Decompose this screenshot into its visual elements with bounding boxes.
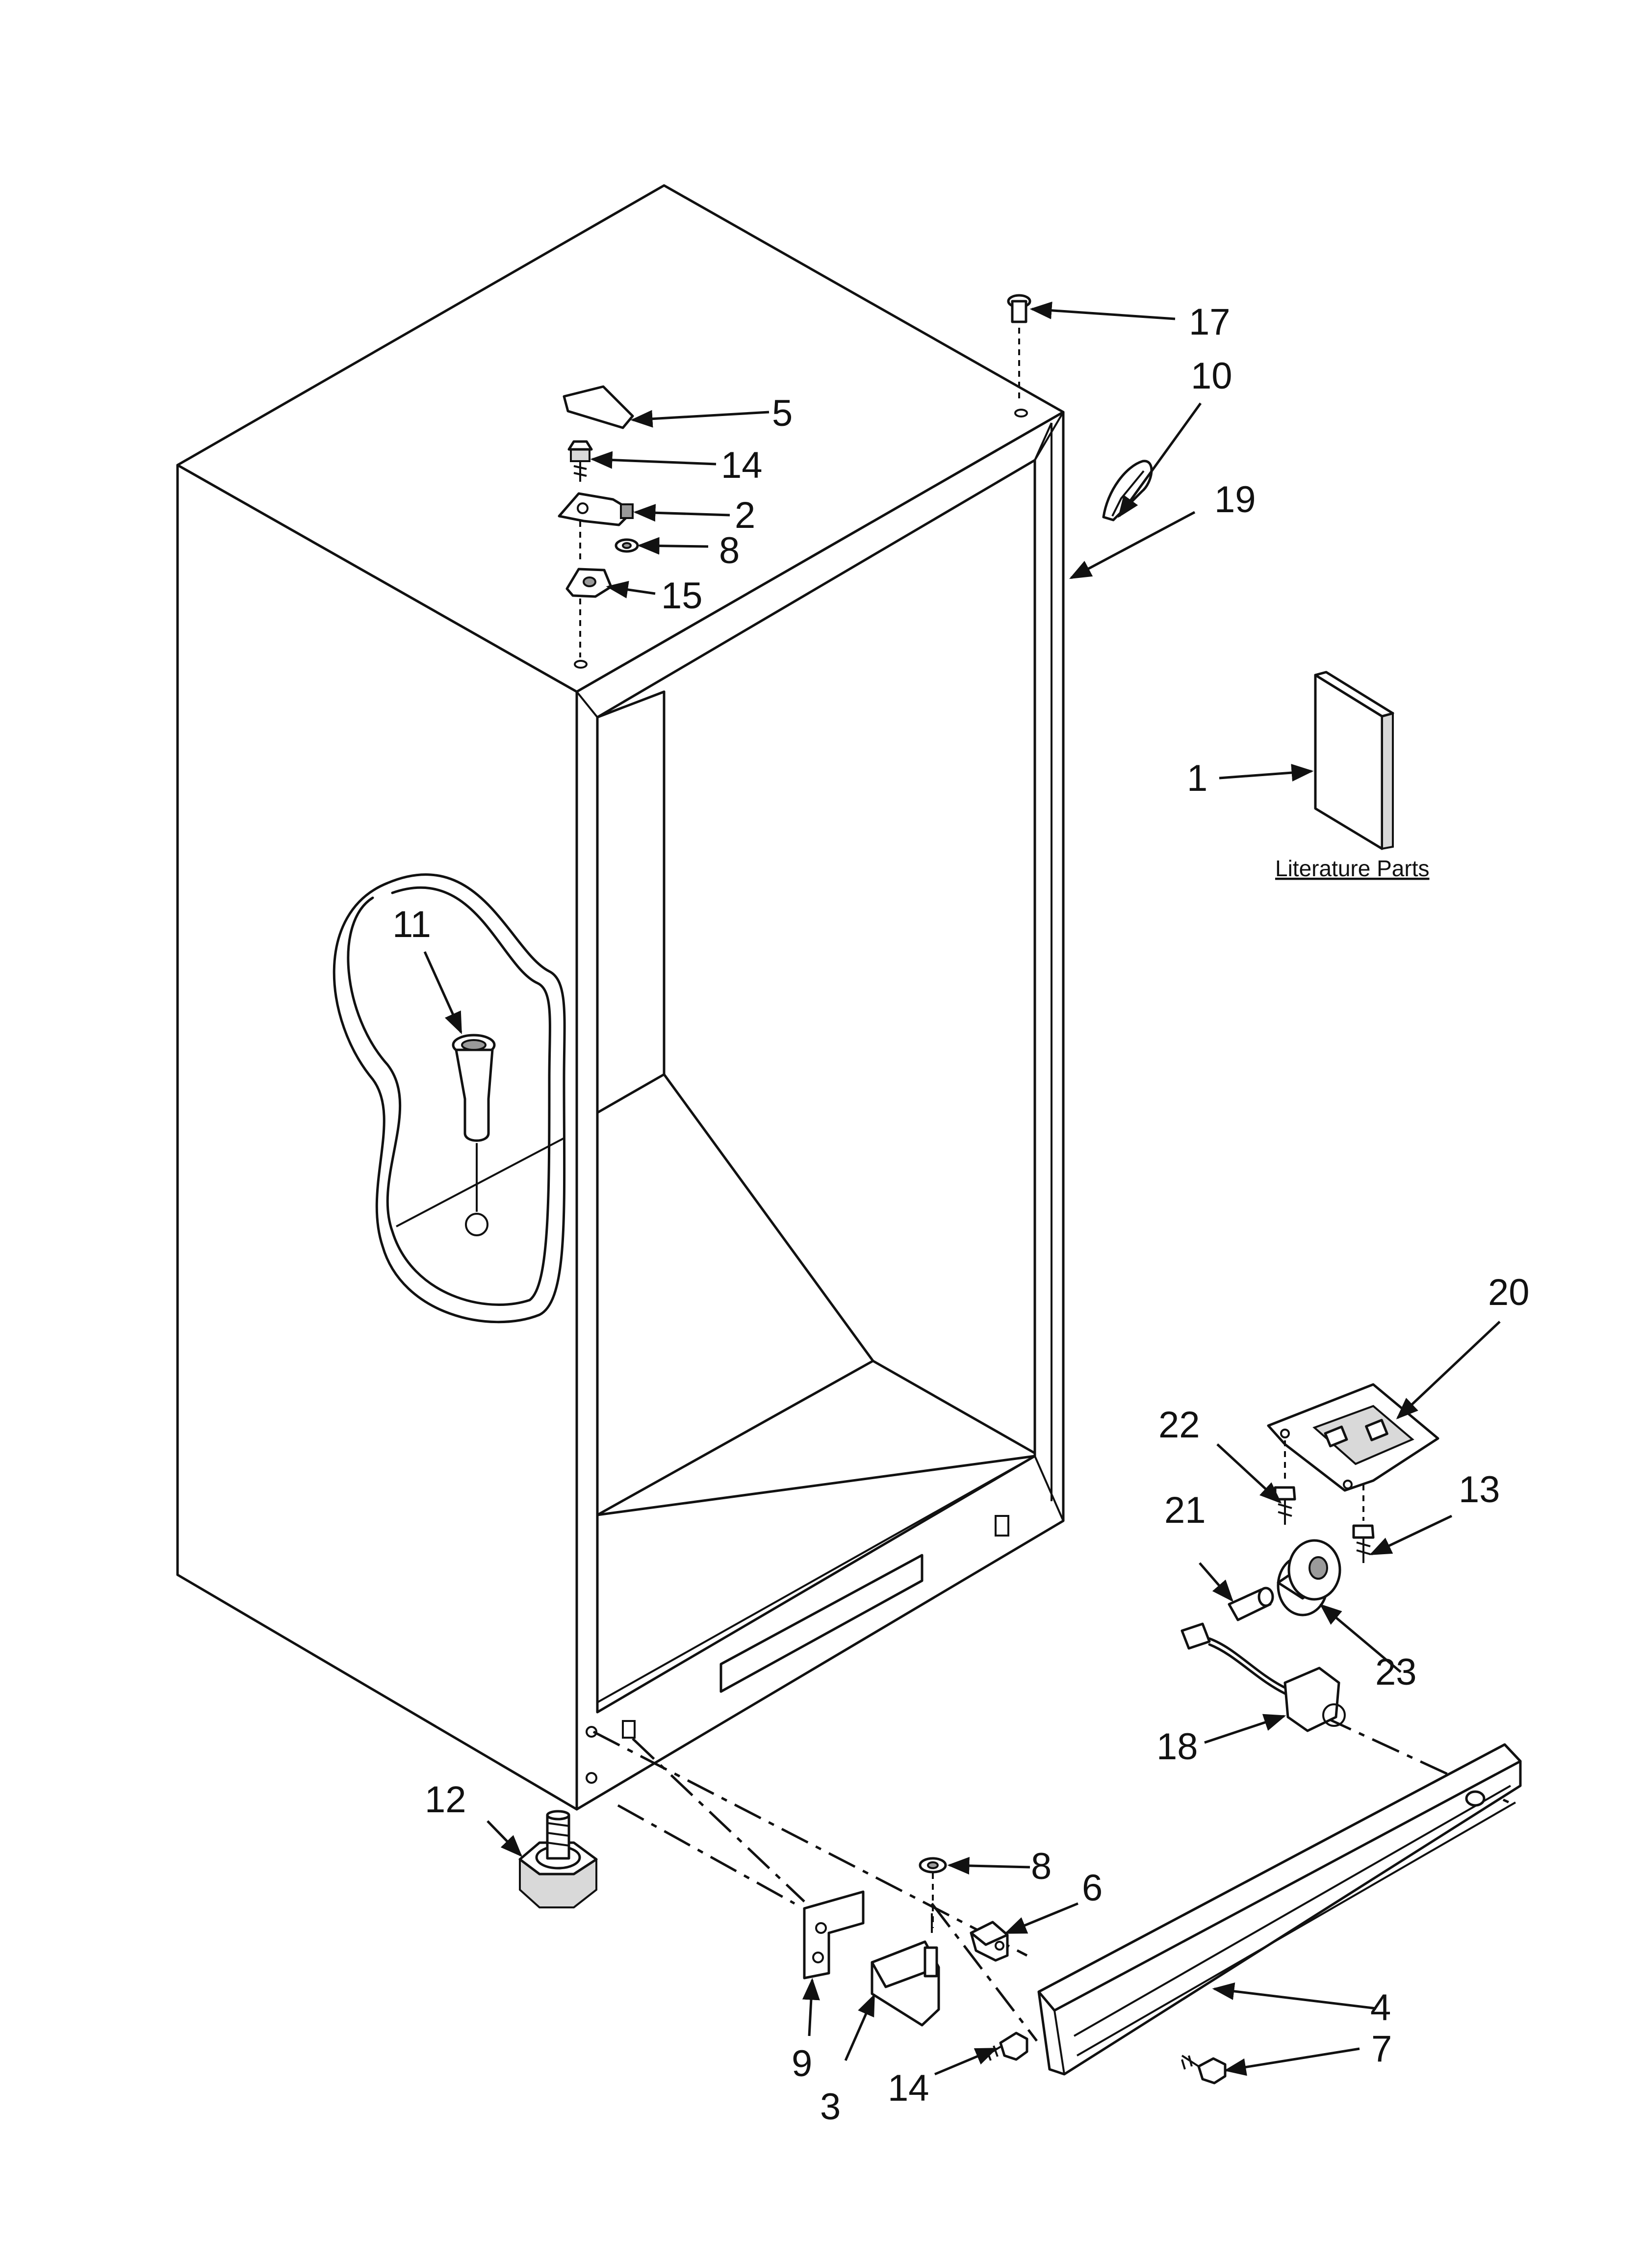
callout-14-bottom: 14 [888,2067,929,2109]
bottom-hinge-plate [1267,1383,1439,1521]
callout-2: 2 [735,495,755,536]
callout-21: 21 [1164,1489,1206,1531]
callout-19: 19 [1214,479,1256,521]
drain-tube [452,1034,496,1236]
callout-7: 7 [1371,2028,1392,2070]
base-grille-slot [719,1554,924,1693]
hinge-bushing [1277,1539,1341,1616]
hinge-plate-screw-13 [1352,1524,1375,1563]
hinge-plate-screw-22 [1274,1486,1296,1525]
callout-8-top: 8 [719,530,740,572]
literature-label: Literature Parts [1275,856,1429,881]
kick-bracket [803,1890,865,1980]
hinge-cap [1102,460,1153,521]
callout-13: 13 [1459,1469,1500,1511]
hole-plug [1007,294,1031,403]
callout-23: 23 [1375,1651,1417,1693]
callout-labels: 5 14 2 8 15 17 10 19 1 11 12 20 22 13 21… [392,301,1530,2128]
hinge-cover [563,385,634,429]
callout-8-bottom: 8 [1031,1846,1052,1887]
top-hinge-assembly [558,385,639,657]
hinge-screw [567,440,593,482]
callout-14-top: 14 [721,444,763,486]
kick-screw [982,2032,1028,2061]
callout-1: 1 [1187,757,1207,799]
callout-6: 6 [1082,1867,1103,1909]
freezer-cabinet [176,184,1065,1811]
bottom-hinge [871,1913,940,2027]
callout-leaders [423,301,1501,2076]
door-stop [970,1921,1009,1962]
bottom-washer [919,1857,947,1928]
callout-4: 4 [1370,1987,1391,2029]
callout-17: 17 [1189,301,1231,343]
base-square-hole [995,1515,1009,1537]
callout-9: 9 [792,2043,812,2085]
leveling-leg [518,1810,598,1908]
callout-20: 20 [1488,1272,1530,1313]
callout-22: 22 [1158,1404,1200,1446]
drain-cutaway [333,873,566,1324]
callout-15: 15 [661,575,703,617]
literature-parts [1314,671,1394,850]
hinge-pin [1228,1587,1274,1621]
kickplate [1037,1743,1522,2076]
callout-5: 5 [772,392,793,434]
callout-12: 12 [425,1779,466,1821]
callout-18: 18 [1156,1726,1198,1768]
callout-11: 11 [392,904,431,945]
callout-3: 3 [820,2086,841,2128]
wire-harness-switch [1180,1622,1346,1732]
kickplate-screw [1181,2055,1227,2085]
callout-10: 10 [1191,355,1232,397]
